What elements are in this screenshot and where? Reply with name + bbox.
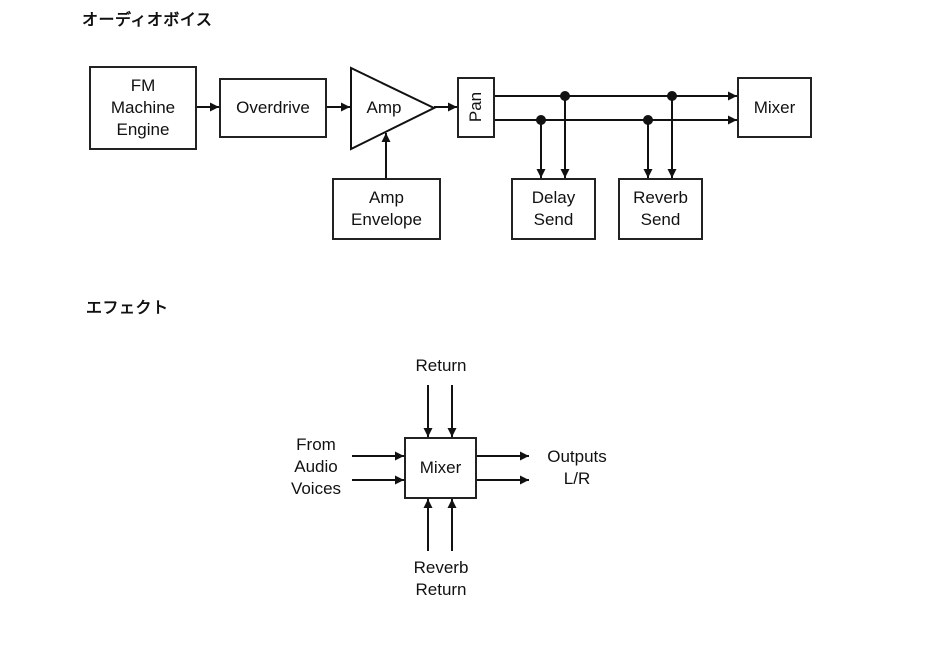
pan-block <box>457 77 495 138</box>
outputs-line-2: L/R <box>563 469 591 488</box>
delay-send-line-2: Send <box>533 210 574 229</box>
reverb-return-label: Reverb Return <box>400 557 482 601</box>
mixer-label: Mixer <box>753 97 796 117</box>
from-audio-voices-line-3: Voices <box>290 479 342 498</box>
delay-send-line-1: Delay <box>531 188 576 207</box>
effects-mixer-block: Mixer <box>404 437 477 499</box>
outputs-label: Outputs L/R <box>536 446 618 490</box>
from-audio-voices-label: From Audio Voices <box>280 434 352 500</box>
overdrive-label: Overdrive <box>236 98 310 117</box>
junction-dot <box>667 91 677 101</box>
outputs-line-1: Outputs <box>547 447 607 466</box>
audio-voice-heading: オーディオボイス <box>82 10 213 29</box>
delay-send-block: Delay Send <box>511 178 596 240</box>
from-audio-voices-line-1: From <box>296 435 336 454</box>
fm-engine-line-2: Machine <box>110 98 176 117</box>
junction-dot <box>560 91 570 101</box>
fm-engine-line-1: FM <box>130 76 156 95</box>
reverb-send-line-1: Reverb <box>633 188 688 207</box>
fm-engine-line-3: Engine <box>116 120 170 139</box>
fm-machine-engine-block: FM Machine Engine <box>89 66 197 150</box>
amp-envelope-block: Amp Envelope <box>332 178 441 240</box>
reverb-return-line-2: Return <box>415 580 467 599</box>
mixer-block: Mixer <box>737 77 812 138</box>
return-label: Return <box>415 356 467 375</box>
reverb-send-block: Reverb Send <box>618 178 703 240</box>
from-audio-voices-line-2: Audio <box>294 457 338 476</box>
pan-label: Pan <box>466 91 485 123</box>
overdrive-block: Overdrive <box>219 78 327 138</box>
amp-envelope-line-1: Amp <box>369 188 404 207</box>
amp-triangle <box>350 66 437 151</box>
reverb-return-line-1: Reverb <box>413 558 469 577</box>
effects-mixer-label: Mixer <box>419 458 462 477</box>
junction-dot <box>643 115 653 125</box>
amp-label: Amp <box>366 98 402 117</box>
junction-dot <box>536 115 546 125</box>
amp-envelope-line-2: Envelope <box>351 210 422 229</box>
effects-heading: エフェクト <box>86 298 169 317</box>
reverb-send-line-2: Send <box>640 210 681 229</box>
